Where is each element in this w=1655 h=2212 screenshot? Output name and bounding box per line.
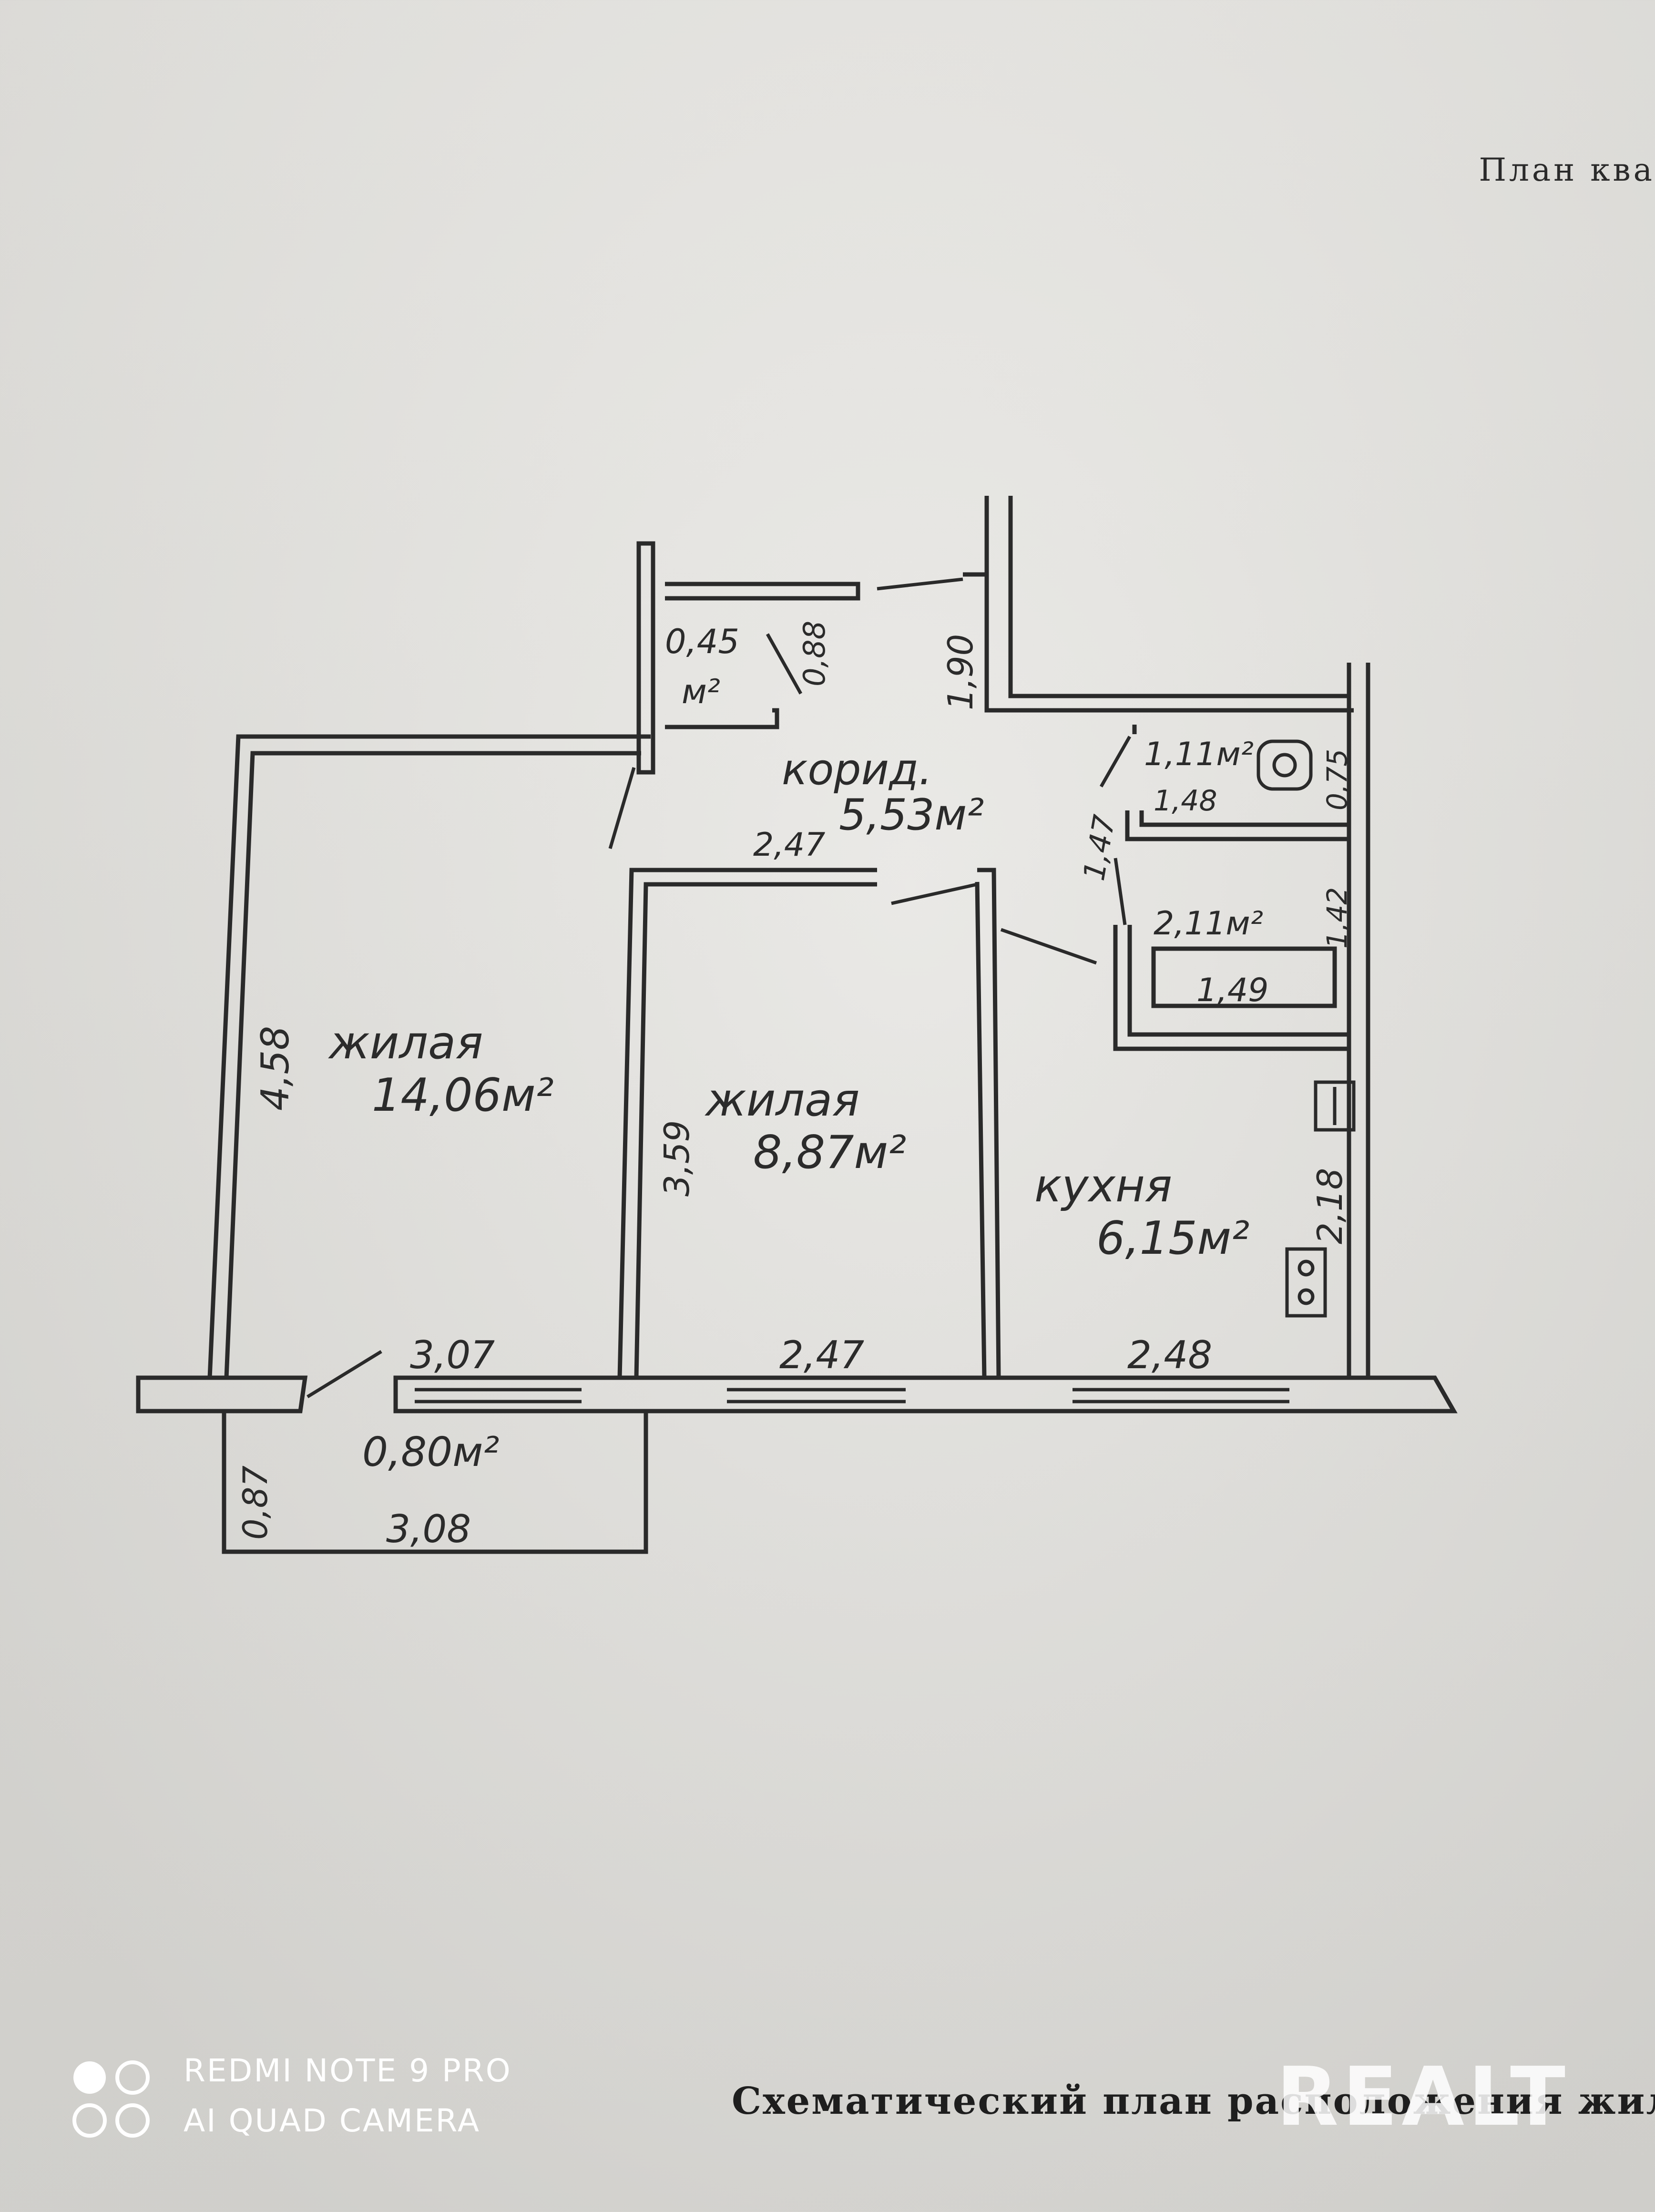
page-footer-title: Схематический план расположения жило	[732, 2079, 1655, 2123]
toilet-icon	[1257, 739, 1313, 791]
wc-bottom-wall-inner	[1139, 810, 1349, 827]
kitchen-area: 6,15м²	[1096, 1212, 1249, 1265]
living-small-right-wall-inner	[975, 881, 987, 1378]
window-3	[1073, 1388, 1289, 1403]
dim-living-small-width: 2,47	[779, 1333, 864, 1377]
fixtures	[1257, 739, 1356, 1318]
facade-main	[393, 1375, 1458, 1413]
dim-kitchen-depth: 2,18	[1310, 1168, 1350, 1244]
kitchen-name: кухня	[1034, 1160, 1172, 1212]
closet-left-wall	[636, 541, 655, 775]
dim-balcony-width: 3,08	[386, 1507, 471, 1551]
page-header-title: План ква	[1479, 152, 1655, 188]
closet-unit: м²	[682, 672, 720, 711]
dim-wc-depth: 0,75	[1321, 749, 1353, 810]
balcony-area: 0,80м²	[362, 1429, 499, 1476]
door-closet	[766, 633, 803, 695]
corridor-name: корид.	[782, 745, 932, 795]
door-living-large	[608, 767, 636, 849]
dim-bath-partition: 1,47	[1076, 812, 1122, 883]
bath-outer-wall	[1113, 925, 1349, 1051]
dim-living-large-depth: 4,58	[253, 1026, 297, 1111]
brand-watermark: REALT	[1276, 2050, 1569, 2144]
bath-outer-wall-inner	[1127, 925, 1349, 1037]
living-small-top-wall	[617, 868, 877, 1378]
door-entry	[877, 577, 963, 591]
living-small-area: 8,87м²	[753, 1126, 906, 1179]
living-small-top-wall-inner	[634, 882, 877, 1378]
dim-corridor-width: 2,47	[753, 826, 825, 864]
corridor-right-wall	[984, 496, 1354, 713]
kitchen-sink-icon	[1314, 1080, 1356, 1132]
closet-top-wall	[665, 582, 860, 601]
wc-bottom-wall	[1125, 810, 1349, 841]
dim-closet-depth: 0,88	[797, 621, 832, 686]
door-kitchen	[1000, 928, 1097, 965]
living-large-area: 14,06м²	[372, 1069, 554, 1122]
balcony-outline	[222, 1411, 648, 1554]
walls	[136, 496, 1458, 1554]
stove-burner-icon	[1297, 1288, 1315, 1305]
toilet-bowl-icon	[1272, 753, 1297, 778]
camera-watermark-model: REDMI NOTE 9 PRO	[184, 2052, 512, 2089]
living-large-name: жилая	[328, 1017, 483, 1069]
closet-area: 0,45	[665, 622, 739, 661]
facade-left	[136, 1375, 308, 1413]
dim-bath-width: 1,49	[1196, 972, 1268, 1009]
dim-living-small-depth: 3,59	[657, 1120, 697, 1197]
living-small-right-wall	[977, 868, 1001, 1378]
dim-bath-depth: 1,42	[1321, 887, 1353, 949]
window-2	[727, 1388, 906, 1403]
camera-watermark-feature: AI QUAD CAMERA	[184, 2102, 481, 2139]
living-large-wall-inner	[224, 751, 641, 1378]
wc-area: 1,11м²	[1144, 736, 1254, 773]
window-1	[415, 1388, 582, 1403]
dim-living-large-width: 3,07	[410, 1333, 495, 1377]
closet-bottom-wall	[665, 708, 779, 729]
bath-area: 2,11м²	[1154, 905, 1263, 942]
door-living-small	[891, 882, 978, 905]
corridor-right-wall-inner	[1008, 496, 1349, 698]
room-labels: жилая 14,06м² жилая 8,87м² кухня 6,15м² …	[328, 622, 1263, 1476]
entry-door-stub	[963, 572, 989, 591]
corridor-area: 5,53м²	[839, 790, 984, 840]
stove-icon	[1285, 1247, 1327, 1318]
door-wc	[1099, 736, 1132, 788]
bathtub	[1151, 946, 1337, 1008]
stove-burner-icon	[1297, 1260, 1315, 1277]
camera-logo-icon	[72, 2060, 150, 2138]
dim-wc-width: 1,48	[1154, 784, 1217, 818]
living-large-wall	[207, 734, 651, 1378]
door-bath	[1114, 858, 1127, 925]
dim-balcony-depth: 0,87	[236, 1465, 275, 1540]
door-swings	[306, 577, 1132, 1398]
dim-entry: 1,90	[940, 634, 981, 710]
door-balcony	[306, 1350, 382, 1398]
living-small-name: жилая	[705, 1074, 859, 1126]
dim-kitchen-width: 2,48	[1127, 1333, 1212, 1377]
dimension-labels: 0,88 1,90 2,47 1,47 1,48 0,75 1,42 1,49 …	[236, 621, 1353, 1551]
